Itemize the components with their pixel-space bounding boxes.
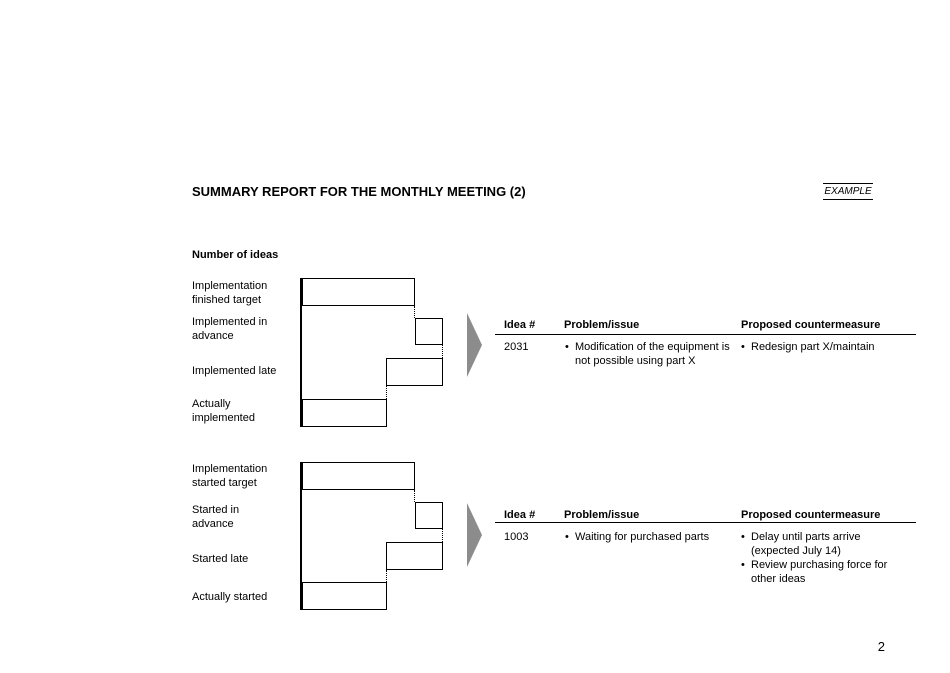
bar-started-in-advance [415,502,443,529]
chart-axis [300,278,302,427]
label-started-in-advance: Started in advance [192,504,240,530]
example-tag: EXAMPLE [823,183,873,200]
table-header-rule [495,522,916,523]
countermeasure-cell: Delay until parts arrive (expected July … [741,530,906,586]
label-implementation-started-target: Implementation started target [192,463,268,489]
connector-line [414,306,415,318]
arrow-icon [467,313,482,377]
page-number: 2 [877,639,885,654]
bar-implemented-late [386,358,443,386]
arrow-icon [467,503,482,567]
countermeasure-cell: Redesign part X/maintain [741,340,906,354]
bar-actually-implemented [302,399,387,427]
col-header-problem: Problem/issue [564,319,640,331]
label-implemented-late: Implemented late [192,365,277,377]
label-started-late: Started late [192,553,249,565]
label-actually-implemented: Actually implemented [192,398,255,424]
list-item: Delay until parts arrive (expected July … [741,530,906,558]
list-item: Redesign part X/maintain [741,340,906,354]
list-item: Modification of the equipment is not pos… [565,340,730,368]
label-implemented-in-advance: Implemented in advance [192,316,268,342]
idea-number: 1003 [504,531,529,543]
bar-implemented-in-advance [415,318,443,345]
bar-finished-target [302,278,415,306]
connector-line [414,490,415,502]
chart-axis [300,462,302,610]
col-header-countermeasure: Proposed countermeasure [741,509,881,521]
bar-started-late [386,542,443,570]
connector-line [386,386,387,399]
label-implementation-finished-target: Implementation finished target [192,280,268,306]
list-item: Waiting for purchased parts [565,530,730,544]
section-title: Number of ideas [192,249,279,261]
table-header-rule [495,334,916,335]
bar-actually-started [302,582,387,610]
bar-started-target [302,462,415,490]
connector-line [386,570,387,582]
col-header-problem: Problem/issue [564,509,640,521]
page-title: SUMMARY REPORT FOR THE MONTHLY MEETING (… [192,184,526,199]
list-item: Review purchasing force for other ideas [741,558,906,586]
col-header-countermeasure: Proposed countermeasure [741,319,881,331]
col-header-idea: Idea # [504,319,536,331]
label-actually-started: Actually started [192,591,268,603]
connector-line [442,529,443,542]
problem-cell: Modification of the equipment is not pos… [565,340,730,368]
connector-line [442,345,443,358]
col-header-idea: Idea # [504,509,536,521]
problem-cell: Waiting for purchased parts [565,530,730,544]
idea-number: 2031 [504,341,529,353]
